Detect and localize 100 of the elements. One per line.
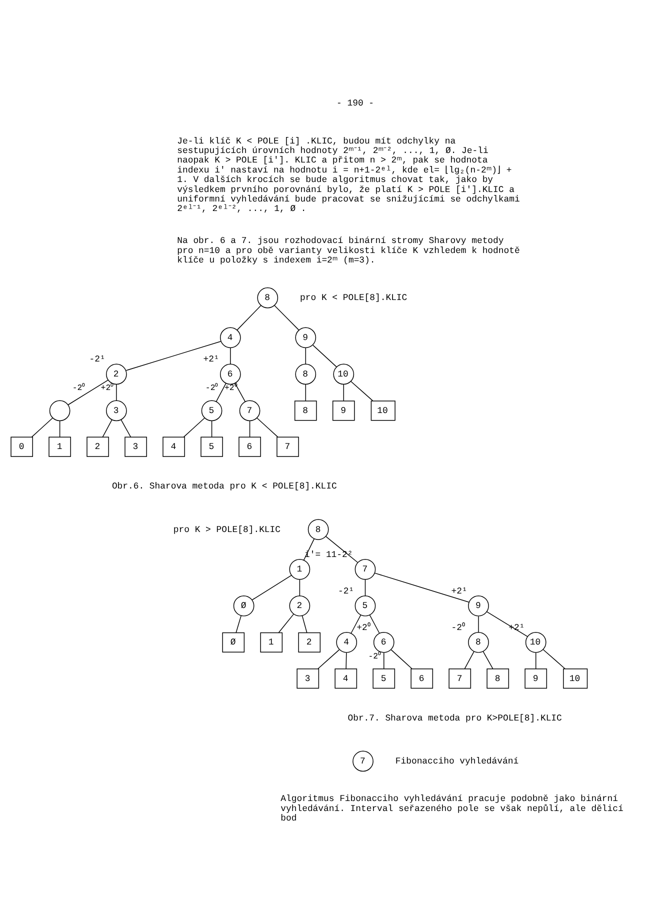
- connector: [374, 572, 470, 603]
- node-box: 1: [260, 632, 283, 652]
- node-circle: 8: [295, 364, 316, 385]
- connector: [68, 380, 108, 406]
- node-box: 7: [448, 668, 472, 689]
- node-circle: 4: [336, 632, 358, 653]
- connector: [302, 615, 308, 633]
- node-box: 5: [200, 436, 223, 457]
- connector: [390, 649, 412, 669]
- connector: [59, 420, 60, 438]
- node-circle: 5: [354, 595, 376, 616]
- connector: [236, 615, 242, 633]
- label: Na obr. 6 a 7. jsou rozhodovací binární stromy Sharovy metody pro n=10 a pro obě varianty velikosti klíče K vzhledem k hodnotě klíče u položky s indexem i=2ᵐ (m=3).: [177, 236, 520, 266]
- edge-label: +2⁰: [224, 384, 238, 394]
- connector: [482, 651, 494, 670]
- node-circle: 9: [295, 327, 316, 348]
- label: Fibonacciho vyhledávání: [395, 756, 519, 767]
- connector: [183, 418, 205, 438]
- node-circle: 6: [373, 632, 394, 653]
- node-circle: 7: [354, 558, 376, 580]
- connector: [542, 649, 566, 670]
- node-box: Ø: [222, 632, 245, 652]
- node-label: -2⁰: [451, 622, 466, 633]
- node-box: 9: [332, 400, 355, 421]
- label: Je-li klíč K < POLE [i] .KLIC, budou mít odchylky na sestupujících úrovních hodnoty 2ᵐ⁻¹, 2ᵐ⁻², ..., 1, Ø. Je-li naopak K > POLE [i′]. KLIC a přitom n > 2ᵐ, pak se hodnota indexu i′ nastaví na hodnotu i = n+1-2ᵉˡ, kde el= ⌊lg₂(n-2ᵐ)⌋ + 1. V dalších krocích se bude algoritmus chovat tak, jako by výsledkem prvního porovnání bylo, že platí K > POLE [i′].KLIC a uniformní vyhledávání bude pracovat se snižujícími se odchylkami 2ᵉˡ⁻¹, 2ᵉˡ⁻², ..., 1, Ø .: [177, 136, 520, 214]
- node-circle: 5: [201, 400, 222, 422]
- node-circle: 3: [106, 400, 127, 422]
- node-circle: Ø: [233, 595, 254, 616]
- connector: [305, 384, 306, 402]
- connector: [364, 579, 366, 596]
- node-label: -2¹: [89, 354, 106, 365]
- connector: [369, 614, 380, 634]
- connector: [249, 420, 250, 438]
- node-box: 7: [276, 436, 299, 457]
- node-box: 3: [124, 436, 147, 457]
- edge-label: -2⁰: [205, 384, 218, 394]
- node-box: 10: [563, 668, 588, 689]
- connector: [102, 419, 112, 438]
- node-box: 10: [370, 400, 396, 421]
- node-box: 2: [86, 436, 109, 457]
- label: Obr.6. Sharova metoda pro K < POLE[8].KLIC: [112, 482, 337, 492]
- connector: [299, 579, 300, 596]
- node-circle: [49, 400, 70, 422]
- label: Obr.7. Sharova metoda pro K>POLE[8].KLIC: [348, 713, 562, 724]
- node-label: +2¹: [203, 354, 220, 365]
- node-circle: 10: [525, 632, 546, 653]
- node-box: 4: [334, 668, 358, 689]
- connector: [343, 384, 344, 402]
- node-circle: 8: [257, 287, 278, 308]
- node-circle: 9: [468, 595, 489, 616]
- connector: [535, 652, 536, 670]
- connector: [464, 651, 474, 670]
- node-box: 5: [372, 668, 396, 689]
- connector: [236, 305, 262, 330]
- label: pro K < POLE[8].KLIC: [300, 293, 408, 304]
- node-circle: 7: [352, 750, 374, 772]
- node-box: 0: [10, 436, 33, 457]
- connector: [116, 384, 117, 401]
- connector: [312, 344, 337, 368]
- connector: [346, 652, 347, 670]
- node-circle: 10: [333, 364, 354, 385]
- node-box: 6: [238, 436, 261, 457]
- node-box: 3: [296, 668, 320, 689]
- connector: [350, 380, 374, 402]
- connector: [278, 614, 294, 633]
- connector: [252, 574, 292, 600]
- connector: [125, 340, 222, 371]
- connector: [318, 649, 340, 669]
- node-circle: 7: [239, 400, 260, 422]
- node-circle: 2: [289, 595, 310, 616]
- connector: [234, 383, 246, 402]
- edge-label: -2⁰: [72, 384, 86, 394]
- node-circle: 8: [308, 519, 329, 540]
- connector: [256, 418, 278, 438]
- connector: [230, 348, 231, 364]
- connector: [305, 348, 306, 364]
- node-label: +2⁰: [356, 622, 370, 633]
- node-circle: 4: [220, 327, 241, 348]
- connector: [216, 383, 226, 402]
- node-box: 1: [48, 436, 71, 457]
- label: Algoritmus Fibonacciho vyhledávání pracuje podobně jako binární vyhledávání. Interval seřazeného pole se však nepůlí, ale dělicí bod: [280, 794, 624, 824]
- connector: [211, 420, 212, 438]
- connector: [350, 614, 362, 634]
- node-label: +2¹: [451, 586, 468, 596]
- node-label: -2¹: [338, 586, 354, 596]
- edge-label: +2⁰: [100, 384, 114, 394]
- node-box: 6: [410, 668, 434, 689]
- node-box: 8: [486, 668, 510, 689]
- connector: [486, 611, 528, 637]
- edge-label: -2⁰: [368, 652, 382, 662]
- node-box: 2: [298, 632, 321, 652]
- node-box: 9: [524, 668, 548, 689]
- node-circle: 1: [289, 558, 310, 580]
- connector: [120, 419, 132, 438]
- connector: [31, 418, 53, 438]
- connector: [478, 616, 479, 633]
- node-circle: 8: [468, 632, 489, 653]
- connector: [274, 305, 300, 330]
- node-box: 4: [162, 436, 185, 457]
- node-box: 8: [294, 400, 317, 421]
